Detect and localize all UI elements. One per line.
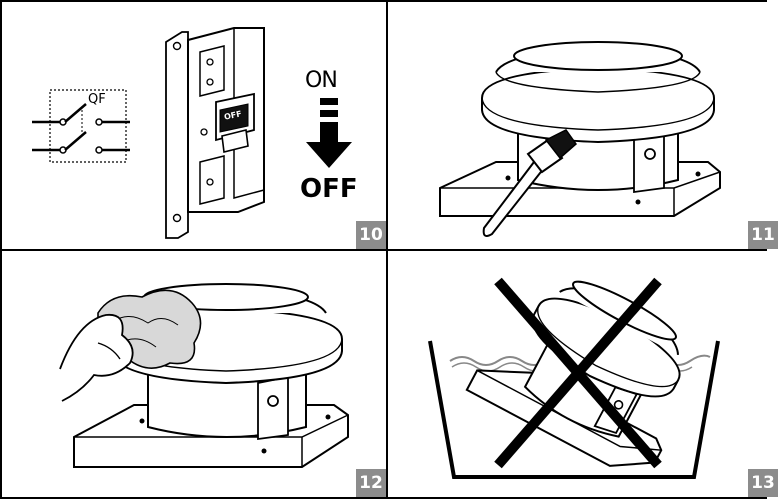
panel-number-badge: 13 <box>748 469 778 497</box>
fan-cloth-illustration <box>59 283 349 468</box>
panel-brush-cleaning: 11 <box>388 2 778 249</box>
panel-number-badge: 12 <box>356 469 386 497</box>
arrow-down-icon <box>306 142 352 168</box>
frame-horizontal-divider <box>0 249 767 251</box>
fan-brush-illustration <box>439 41 721 237</box>
switch-illustration <box>32 27 352 239</box>
fan-water-prohibited-illustration <box>428 277 720 479</box>
frame-top <box>0 0 767 2</box>
panel-number-badge: 11 <box>748 221 778 249</box>
off-label: OFF <box>300 174 358 204</box>
panel-cloth-wiping: 12 <box>2 251 386 497</box>
frame-bottom <box>0 497 767 499</box>
cross-line-2 <box>494 277 662 469</box>
qf-dotted-box <box>49 89 127 163</box>
qf-label: QF <box>88 92 106 107</box>
panel-switch-off: QF OFF ON OFF 10 <box>2 2 386 249</box>
panel-number-badge: 10 <box>356 221 386 249</box>
panel-no-immersion: 13 <box>388 251 778 497</box>
on-label: ON <box>305 68 338 93</box>
